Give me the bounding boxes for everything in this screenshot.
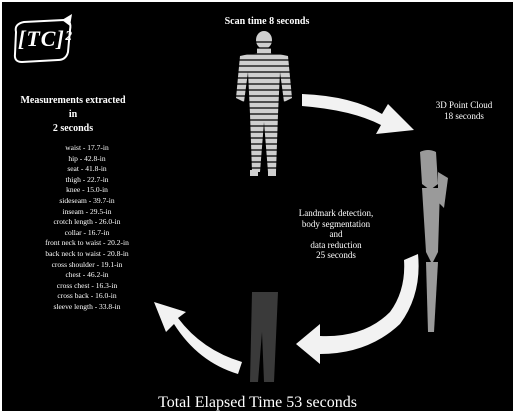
landmark-line: Landmark detection, <box>276 208 396 219</box>
measurement-item: back neck to waist - 20.8-in <box>22 249 152 260</box>
measurement-item: cross shoulder - 19.1-in <box>22 260 152 271</box>
arrow-to-point-cloud <box>302 94 414 134</box>
landmark-line: body segmentation <box>276 219 396 230</box>
measurement-item: collar - 16.7-in <box>22 228 152 239</box>
point-cloud-label: 3D Point Cloud 18 seconds <box>420 100 508 122</box>
measurements-title: Measurements extracted in 2 seconds <box>12 94 134 136</box>
scan-time-label: Scan time 8 seconds <box>202 16 332 27</box>
arrow-to-measurements <box>154 302 242 374</box>
measurement-item: crotch length - 26.0-in <box>22 217 152 228</box>
measurement-item: hip - 42.8-in <box>22 154 152 165</box>
measurement-item: sideseam - 39.7-in <box>22 196 152 207</box>
measurement-item: front neck to waist - 20.2-in <box>22 238 152 249</box>
measurements-title-line: in <box>12 108 134 122</box>
measurement-item: knee - 15.0-in <box>22 185 152 196</box>
scan-body-figure <box>236 31 292 176</box>
measurement-item: cross chest - 16.3-in <box>22 281 152 292</box>
measurement-item: cross back - 16.0-in <box>22 291 152 302</box>
total-elapsed-time: Total Elapsed Time 53 seconds <box>2 395 513 411</box>
logo-text: [TC]² <box>18 26 72 52</box>
measurement-item: thigh - 22.7-in <box>22 175 152 186</box>
arrow-to-landmark <box>296 254 419 364</box>
measurement-item: waist - 17.7-in <box>22 143 152 154</box>
measurement-item: seat - 41.8-in <box>22 164 152 175</box>
point-cloud-figure <box>420 150 448 332</box>
landmark-line: data reduction <box>276 240 396 251</box>
measurement-item: sleeve length - 33.8-in <box>22 302 152 313</box>
landmark-label: Landmark detection, body segmentation an… <box>276 208 396 261</box>
landmark-line: 25 seconds <box>276 250 396 261</box>
measurement-item: inseam - 29.5-in <box>22 207 152 218</box>
point-cloud-line: 18 seconds <box>420 111 508 122</box>
point-cloud-line: 3D Point Cloud <box>420 100 508 111</box>
measurements-title-line: Measurements extracted <box>12 94 134 108</box>
measurements-title-line: 2 seconds <box>12 122 134 136</box>
measurement-item: chest - 46.2-in <box>22 270 152 281</box>
measurement-list: waist - 17.7-in hip - 42.8-in seat - 41.… <box>22 143 152 313</box>
segmented-body-figure <box>250 292 278 382</box>
landmark-line: and <box>276 229 396 240</box>
